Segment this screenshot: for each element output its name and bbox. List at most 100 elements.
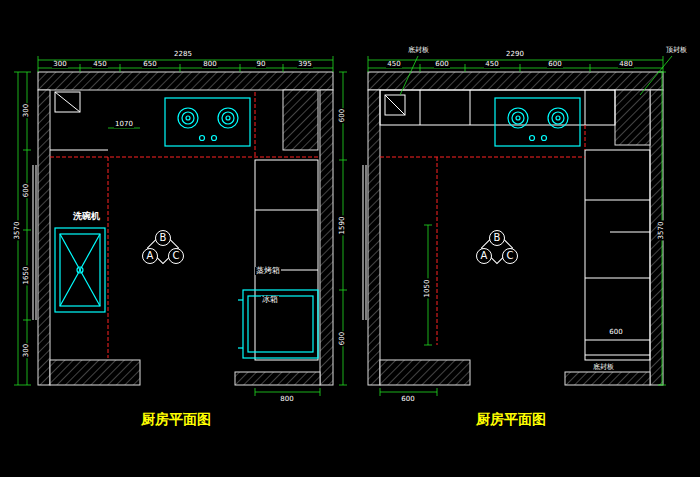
left-plan-part-part [55,92,80,112]
part-label: 底封板 [592,364,615,371]
dimension-text: 1650 [23,265,30,285]
dimension-text: 600 [24,182,31,197]
right-plan-part-part [530,136,535,141]
plan-caption: 厨房平面图 [475,412,547,426]
right-plan-part-part [663,56,664,72]
right-plan-part-part [516,116,520,120]
reference-circle: A [142,248,158,264]
right-plan-part-part [585,278,650,279]
left-plan-part-part [248,296,313,352]
part-label: 洗碗机 [72,212,101,221]
left-plan-part-part [165,98,250,146]
right-plan-part-part [424,225,432,226]
reference-letter: A [481,251,488,261]
dimension-text: 90 [256,61,267,68]
left-plan-part-part [23,320,31,321]
left-plan-part-part [50,360,140,385]
left-plan-part [14,56,347,396]
left-plan-part-part [243,290,318,358]
reference-circle: B [489,230,505,246]
left-plan-part-part [339,72,347,73]
left-plan-part-part [235,372,320,385]
left-plan-part-part [240,64,241,72]
left-plan-part-part [77,267,83,273]
right-plan-part-part [366,165,367,320]
right-plan-part [495,98,580,146]
left-plan-part-part [212,136,217,141]
dimension-text: 800 [279,396,294,403]
right-plan-part-part [520,64,521,72]
left-plan-part-part [180,64,181,72]
right-plan-part [368,72,663,385]
dimension-text: 300 [24,102,31,117]
dimension-text: 600 [340,107,347,122]
dimension-text: 650 [142,61,157,68]
part-label: 顶封板 [665,47,688,54]
dimension-text: 450 [484,61,499,68]
right-plan-part-part [615,90,650,145]
right-plan-part-part [400,56,418,95]
right-plan-part-part [585,200,650,201]
left-plan-part-part [108,157,109,358]
left-plan-part-part [36,165,37,320]
left-plan-part-part [339,385,347,386]
dimension-text: 3570 [658,220,665,240]
dimension-text: 1590 [339,215,346,235]
left-plan-part-part [255,210,318,211]
right-plan-part-part [380,360,470,385]
dimension-text: 600 [340,330,347,345]
dimension-text: 1050 [424,278,431,298]
part-label: 冰箱 [261,296,279,304]
dimension-text: 450 [386,61,401,68]
dimension-text: 3570 [14,220,21,240]
left-plan-part-part [339,160,347,161]
left-plan-part-part [255,388,256,396]
left-plan-part-part [33,165,34,320]
right-plan-part-part [437,388,438,396]
right-plan-part-part [590,64,591,72]
dimension-text: 300 [52,61,67,68]
right-plan-part [363,90,650,360]
right-plan-part-part [368,72,663,90]
left-plan-part [38,72,333,385]
left-plan-part-part [255,392,320,393]
reference-circle: B [155,230,171,246]
dimension-text: 2285 [173,51,193,58]
reference-letter: C [507,251,514,261]
right-plan-part [380,125,585,345]
right-plan-part-part [508,108,528,128]
dimension-text: 300 [24,342,31,357]
reference-letter: C [173,251,180,261]
reference-circle: C [168,248,184,264]
reference-letter: A [147,251,154,261]
right-plan-part-part [542,136,547,141]
right-plan-part-part [658,385,666,386]
right-plan-part-part [380,157,585,158]
dimension-text: 480 [618,61,633,68]
dimension-text: 600 [547,61,562,68]
dimension-text: 1070 [114,121,134,128]
left-plan-part-part [283,90,318,150]
left-plan-part-part [60,234,100,306]
left-plan-part [50,92,320,358]
reference-letter: B [160,233,167,243]
left-plan-part-part [38,60,333,61]
right-plan-part-part [610,232,650,233]
right-plan-part-part [585,90,586,125]
left-plan-part-part [38,72,333,90]
right-plan-part-part [470,90,471,125]
left-plan-part-part [222,112,234,124]
left-plan-part-part [38,56,39,72]
reference-circle: C [502,248,518,264]
left-plan-part-part [55,228,105,312]
left-plan-part-part [238,299,243,300]
left-plan-part-part [178,108,198,128]
left-plan-part-part [60,270,80,306]
left-plan-part-part [108,128,140,129]
dimension-text: 395 [297,61,312,68]
left-plan-part-part [38,68,333,69]
right-plan-part-part [465,64,466,72]
left-plan-part-part [80,64,81,72]
